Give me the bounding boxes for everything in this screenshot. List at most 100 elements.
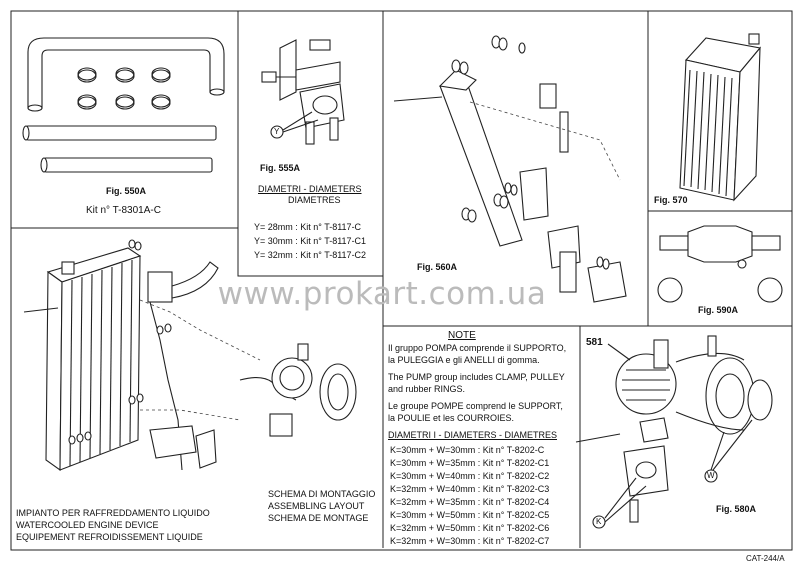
callout-leader bbox=[710, 431, 725, 471]
device-caption-line: IMPIANTO PER RAFFREDDAMENTO LIQUIDO bbox=[16, 508, 210, 518]
bracket-arm bbox=[439, 79, 523, 247]
device-caption-line: EQUIPEMENT REFROIDISSEMENT LIQUIDE bbox=[16, 532, 203, 542]
schema-caption-line: ASSEMBLING LAYOUT bbox=[268, 501, 365, 511]
straight-hose-short bbox=[43, 157, 213, 173]
kit-row: K=32mm + W=30mm : Kit n° T-8202-C7 bbox=[390, 536, 550, 546]
watermark: www.prokart.com.ua bbox=[217, 276, 547, 312]
clamp-bore bbox=[312, 95, 338, 115]
fig555-heading1: DIAMETRI - DIAMETERS bbox=[258, 184, 362, 194]
hose-end bbox=[22, 125, 30, 141]
lower-bracket bbox=[149, 425, 197, 459]
hose-end bbox=[40, 157, 48, 173]
pump-outlet bbox=[297, 343, 309, 361]
fig555-label: Fig. 555A bbox=[260, 163, 301, 173]
fig580-callout-k: K bbox=[596, 517, 602, 526]
screw bbox=[329, 117, 339, 141]
assembly-guide bbox=[140, 409, 241, 421]
hose-end bbox=[27, 104, 43, 112]
inlet-pipe bbox=[659, 235, 689, 251]
pump-ribs bbox=[622, 369, 670, 401]
radiator-fins bbox=[69, 259, 133, 467]
clamp bbox=[757, 277, 783, 303]
pump-head bbox=[271, 357, 313, 399]
screw bbox=[305, 121, 315, 145]
assembly-fasteners bbox=[68, 239, 172, 445]
note-en-line: and rubber RINGS. bbox=[388, 384, 466, 394]
radiator-cap bbox=[61, 261, 75, 275]
bracket-plate bbox=[519, 167, 549, 221]
belt bbox=[675, 411, 745, 431]
clamp-bore bbox=[635, 461, 657, 479]
callout-leader bbox=[712, 419, 753, 471]
pump-clamp bbox=[269, 413, 293, 437]
kit-row: K=32mm + W=35mm : Kit n° T-8202-C4 bbox=[390, 497, 550, 507]
fig555-row: Y= 30mm : Kit n° T-8117-C1 bbox=[254, 236, 367, 246]
washers-nuts bbox=[451, 35, 610, 270]
catalog-code: CAT-244/A bbox=[746, 554, 785, 563]
callout-leader bbox=[604, 477, 637, 519]
clamp bbox=[657, 277, 683, 303]
pump-pulley bbox=[705, 357, 755, 435]
schema-caption-line: SCHEMA DE MONTAGE bbox=[268, 513, 369, 523]
fig560-drawing bbox=[393, 35, 627, 303]
fig560-label: Fig. 560A bbox=[417, 262, 458, 272]
spacer bbox=[539, 83, 557, 109]
radiator-side bbox=[45, 270, 63, 472]
clamp-top bbox=[639, 417, 669, 443]
kit-row: K=32mm + W=50mm : Kit n° T-8202-C6 bbox=[390, 523, 550, 533]
straight-hose-long bbox=[25, 125, 217, 141]
hose-clamps bbox=[77, 67, 171, 110]
screw bbox=[707, 335, 717, 357]
fig555-callout-y: Y bbox=[274, 127, 280, 136]
assembly-drawing bbox=[23, 239, 357, 472]
fig590-drawing bbox=[657, 225, 783, 303]
screw bbox=[629, 499, 639, 523]
nut bbox=[309, 39, 331, 51]
fig580-part-number: 581 bbox=[586, 337, 603, 348]
radiator-fins bbox=[683, 69, 733, 197]
note-en-line: The PUMP group includes CLAMP, PULLEY bbox=[388, 372, 565, 382]
outlet-pipe bbox=[751, 235, 781, 251]
fig580-drawing bbox=[575, 335, 773, 529]
part-leader bbox=[607, 343, 631, 361]
note-it-line: la PULEGGIA e gli ANELLI di gomma. bbox=[388, 355, 540, 365]
pump-assembly bbox=[269, 343, 357, 437]
fig580-callout-w: W bbox=[707, 471, 715, 480]
note-fr-line: Le groupe POMPE comprend le SUPPORT, bbox=[388, 401, 563, 411]
panel-borders bbox=[10, 10, 793, 551]
note-it-line: Il gruppo POMPA comprende il SUPPORTO, bbox=[388, 343, 567, 353]
sheet-frame bbox=[10, 10, 793, 551]
fig570-drawing bbox=[679, 33, 762, 202]
fig555-drawing bbox=[261, 39, 345, 145]
schema-caption-line: SCHEMA DI MONTAGGIO bbox=[268, 489, 376, 499]
callout-leader bbox=[282, 111, 313, 131]
note-diameters-title: DIAMETRI I - DIAMETERS - DIAMETRES bbox=[388, 430, 558, 440]
fig590-label: Fig. 590A bbox=[698, 305, 739, 315]
pump-head bbox=[615, 353, 677, 415]
long-bolt bbox=[23, 307, 59, 313]
kit-row: K=32mm + W=40mm : Kit n° T-8202-C3 bbox=[390, 484, 550, 494]
pump-outlet bbox=[653, 339, 669, 369]
long-bolt bbox=[393, 96, 443, 102]
lower-mount bbox=[195, 429, 217, 469]
fig550-drawing bbox=[22, 37, 225, 173]
fig570-label: Fig. 570 bbox=[654, 195, 688, 205]
hose-end bbox=[209, 88, 225, 96]
bracket-post bbox=[559, 251, 577, 293]
fig555-row: Y= 32mm : Kit n° T-8117-C2 bbox=[254, 250, 367, 260]
top-hose-bend bbox=[171, 261, 219, 299]
radiator-side bbox=[733, 46, 761, 202]
callout-leader bbox=[282, 119, 319, 133]
thermostat-body bbox=[687, 225, 753, 263]
fig550-label: Fig. 550A bbox=[106, 186, 147, 196]
bolt-head bbox=[261, 71, 277, 83]
note-title: NOTE bbox=[448, 330, 476, 341]
pulley-flange bbox=[747, 379, 773, 421]
divider-555-bottom bbox=[237, 228, 383, 277]
top-hose bbox=[147, 271, 173, 303]
bracket-top bbox=[438, 69, 477, 91]
device-caption-line: WATERCOOLED ENGINE DEVICE bbox=[16, 520, 159, 530]
kit-row: K=30mm + W=50mm : Kit n° T-8202-C5 bbox=[390, 510, 550, 520]
